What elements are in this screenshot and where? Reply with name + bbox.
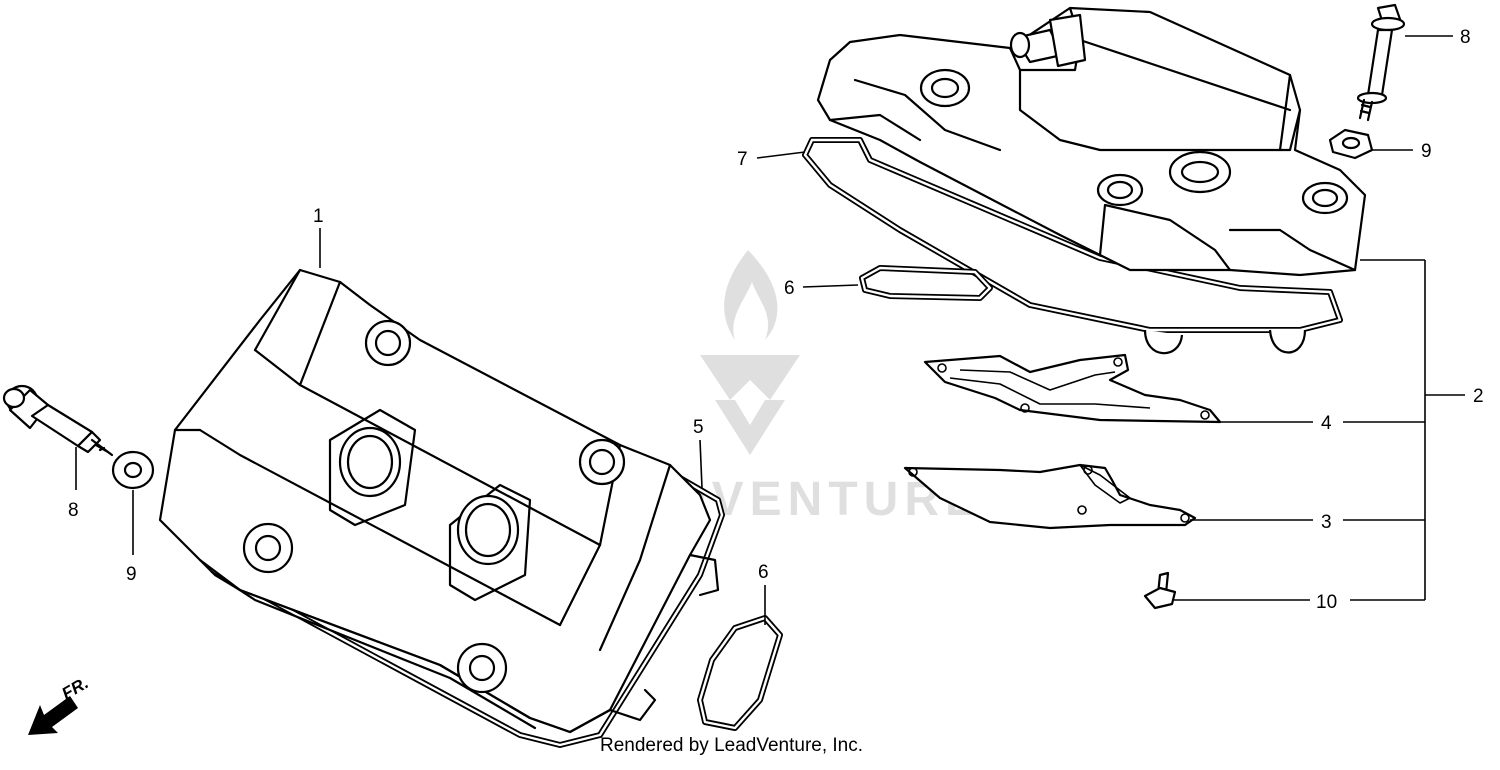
callout-6-upper: 6 xyxy=(784,278,795,299)
washer-left xyxy=(111,450,155,490)
baffle-plate-3 xyxy=(903,463,1197,530)
baffle-plate-4 xyxy=(923,353,1222,424)
cylinder-head-cover-front xyxy=(158,268,725,748)
washer-right xyxy=(1328,128,1374,160)
callout-9-right: 9 xyxy=(1421,141,1432,162)
callout-10: 10 xyxy=(1316,592,1337,613)
callout-6-lower: 6 xyxy=(758,562,769,583)
front-direction-arrow: FR. xyxy=(28,673,92,735)
callout-1: 1 xyxy=(313,206,324,227)
callout-7: 7 xyxy=(737,149,748,170)
callout-3: 3 xyxy=(1321,512,1332,533)
credit-footer: Rendered by LeadVenture, Inc. xyxy=(600,735,864,756)
cylinder-head-cover-rear xyxy=(802,6,1367,355)
callout-4: 4 xyxy=(1321,413,1332,434)
bolt-10 xyxy=(1143,571,1177,610)
bolt-left xyxy=(2,384,114,457)
bolt-right xyxy=(1356,3,1406,122)
front-direction-label: FR. xyxy=(59,673,92,703)
callout-8-left: 8 xyxy=(68,500,79,521)
callout-2: 2 xyxy=(1473,386,1484,407)
callout-5: 5 xyxy=(693,417,704,438)
callout-9-left: 9 xyxy=(126,564,137,585)
callout-8-right: 8 xyxy=(1460,27,1471,48)
plug-hole-gasket-upper xyxy=(859,265,993,301)
plug-hole-gasket-lower xyxy=(697,615,783,731)
leader-lines xyxy=(75,35,1465,625)
